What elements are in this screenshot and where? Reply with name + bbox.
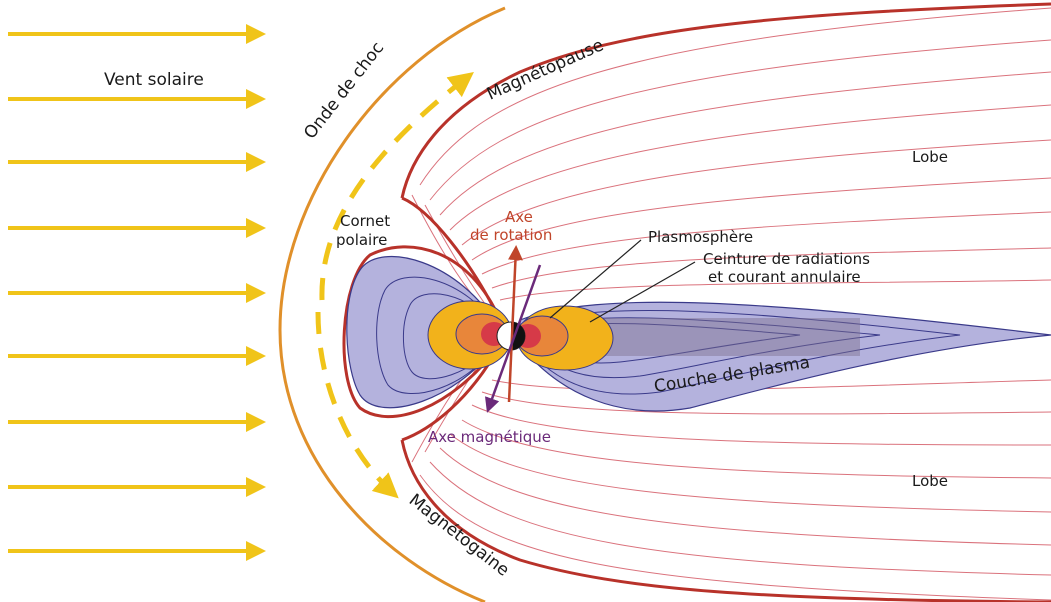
polar-cusp-label-2: polaire	[336, 231, 387, 249]
earth-night	[511, 322, 525, 350]
field-lines	[411, 7, 1051, 601]
plasma-sheet-contour	[527, 317, 881, 379]
bow-shock-label: Onde de choc	[300, 38, 388, 143]
dayside-contour	[376, 276, 501, 394]
magnetopause-label: Magnétopause	[484, 35, 607, 104]
radiation-belt-label-2: et courant annulaire	[708, 268, 861, 286]
solar-wind-arrows	[8, 24, 266, 561]
lobe-top-label: Lobe	[912, 148, 948, 166]
magnetosheath-flow-upper	[319, 71, 474, 301]
magnetic-axis-line	[484, 264, 542, 413]
solar-wind-label: Vent solaire	[104, 70, 204, 90]
rotation-axis-line	[507, 245, 523, 403]
dayside-contour	[402, 293, 501, 380]
rotation-axis-label-1: Axe	[505, 208, 533, 226]
plasmasphere-leader	[549, 239, 642, 319]
magnetopause-lower	[400, 439, 1051, 602]
magnetosheath-flow	[315, 71, 474, 499]
plasmasphere-label: Plasmosphère	[648, 228, 753, 246]
magnetopause-upper	[400, 2, 1051, 199]
bow-shock-line	[278, 6, 506, 602]
plasma-sheet-shape	[519, 301, 1051, 412]
polar-cusp-label-1: Cornet	[340, 212, 390, 230]
radiation-belt-leader	[589, 261, 696, 323]
rotation-axis-label-2: de rotation	[470, 226, 552, 244]
plasma-sheet-contour	[524, 310, 961, 395]
lobe-bottom-label: Lobe	[912, 472, 948, 490]
magnetic-axis-label: Axe magnétique	[428, 428, 551, 446]
radiation-belt-label-1: Ceinture de radiations	[703, 250, 870, 268]
